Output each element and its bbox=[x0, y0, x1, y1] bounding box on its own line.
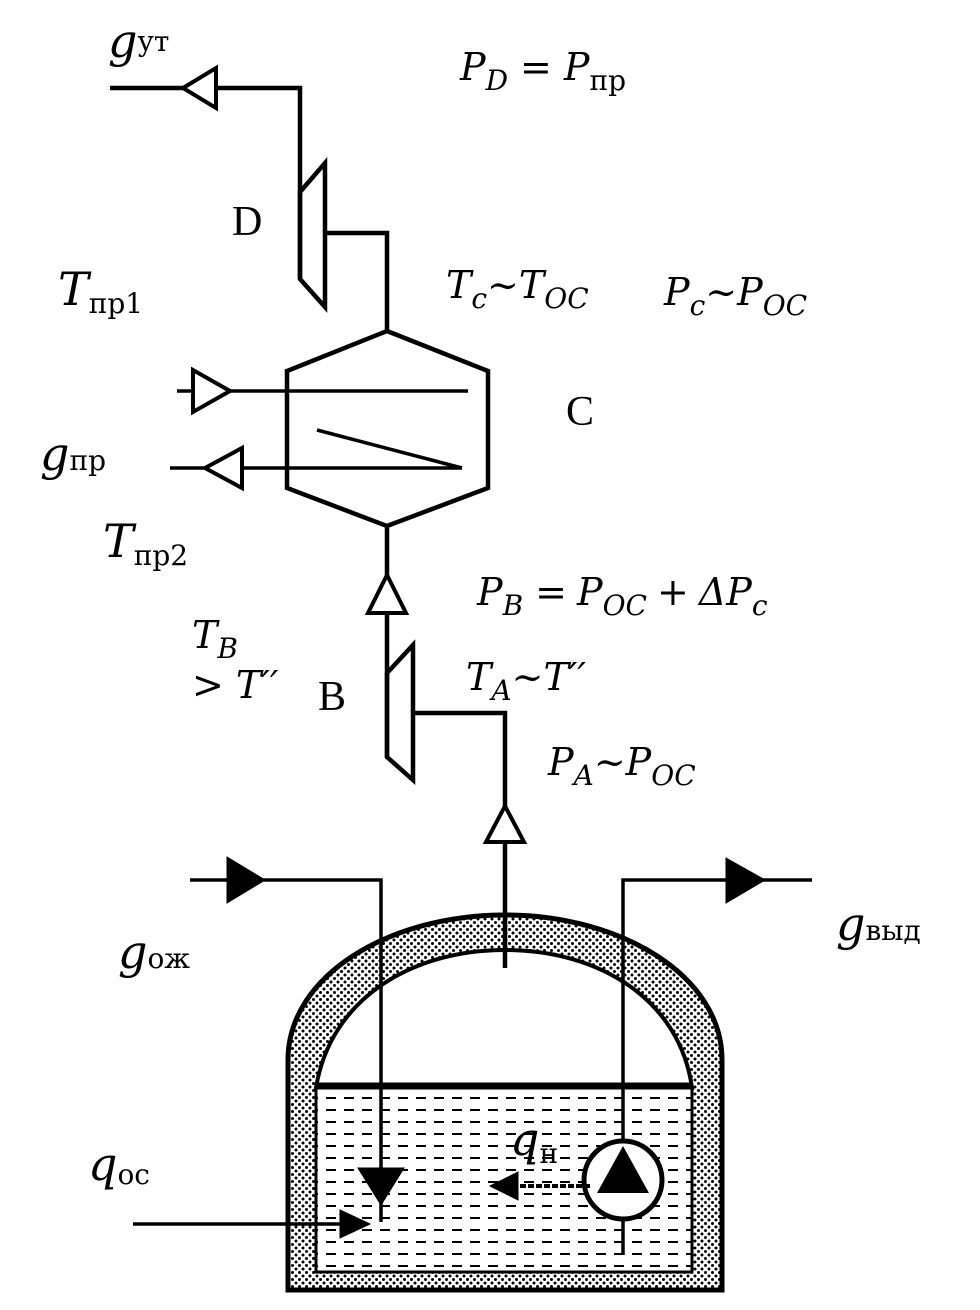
label-t-a: TA~T′′ bbox=[466, 655, 586, 707]
solid-arrow-right-icon bbox=[226, 856, 266, 904]
pump-outlet-line bbox=[621, 857, 812, 1255]
compressor-b bbox=[364, 526, 416, 785]
label-d: D bbox=[232, 199, 262, 245]
label-b: B bbox=[318, 674, 346, 720]
pump-triangle-icon bbox=[597, 1146, 649, 1193]
label-t-b: TB bbox=[192, 613, 238, 665]
label-t-pr2: Tпр2 bbox=[103, 514, 188, 572]
pump bbox=[581, 1138, 665, 1222]
label-p-a: PA~POC bbox=[547, 740, 696, 792]
label-q-n: qн bbox=[510, 1112, 558, 1170]
solid-arrow-right-icon bbox=[725, 857, 767, 904]
solid-arrow-left-icon bbox=[488, 1171, 519, 1201]
label-p-c: Pc~POC bbox=[663, 270, 807, 322]
label-t-b-line2: > T′′ bbox=[192, 663, 279, 707]
heat-exchanger-c bbox=[170, 328, 491, 529]
label-g-ut: gут bbox=[108, 14, 169, 68]
insulated-vessel bbox=[285, 912, 725, 1293]
label-g-vyd: gвыд bbox=[836, 897, 921, 951]
heat-inflow-arrow bbox=[133, 1209, 372, 1239]
open-arrow-left-icon bbox=[179, 64, 218, 112]
label-p-b: PB=POC+ΔPc bbox=[476, 570, 768, 622]
open-arrow-left-icon bbox=[200, 444, 244, 492]
label-p-d: PD=Pпр bbox=[459, 45, 626, 97]
open-arrow-right-icon bbox=[191, 366, 235, 416]
open-arrow-up-icon bbox=[482, 801, 528, 844]
compressor-d bbox=[110, 64, 390, 331]
solid-arrow-right-icon bbox=[339, 1209, 372, 1239]
vapor-line-a bbox=[413, 710, 528, 968]
label-t-pr1: Tпр1 bbox=[58, 262, 143, 320]
label-c: C bbox=[566, 389, 594, 435]
label-g-pr: gпр bbox=[40, 427, 106, 481]
label-q-oc: qос bbox=[88, 1137, 150, 1191]
label-g-ozh: gож bbox=[118, 925, 190, 979]
solid-arrow-down-icon bbox=[357, 1167, 405, 1206]
pump-heat-arrow bbox=[488, 1171, 590, 1201]
liquid-inlet-line bbox=[190, 856, 405, 1222]
open-arrow-up-icon bbox=[364, 570, 410, 615]
label-t-c: Tc~TOC bbox=[446, 263, 589, 315]
